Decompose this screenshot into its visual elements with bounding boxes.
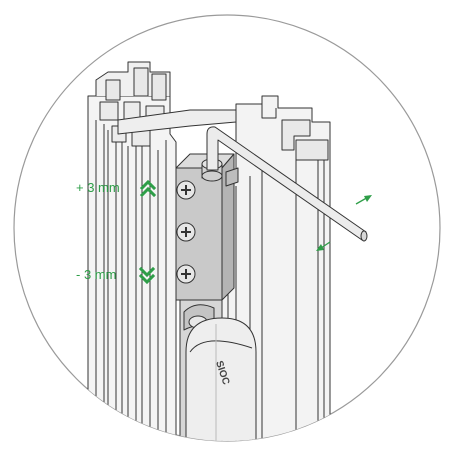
adjustment-screw-middle: [176, 222, 196, 242]
hinge-block: [175, 153, 239, 301]
adjust-down-indicator: - 3 mm: [76, 266, 156, 285]
adjustment-screw-bottom: [176, 264, 196, 284]
adjust-up-indicator: + 3 mm: [76, 179, 157, 198]
adjust-down-label: - 3 mm: [76, 267, 116, 282]
allen-key: [206, 126, 368, 242]
adjustment-screw-top: [176, 180, 196, 200]
double-chevron-up-icon: [139, 179, 157, 198]
double-chevron-down-icon: [138, 266, 156, 285]
adjust-up-label: + 3 mm: [76, 180, 120, 195]
hinge-cover-cap: [185, 317, 257, 441]
double-arrow-icon: [316, 195, 372, 251]
